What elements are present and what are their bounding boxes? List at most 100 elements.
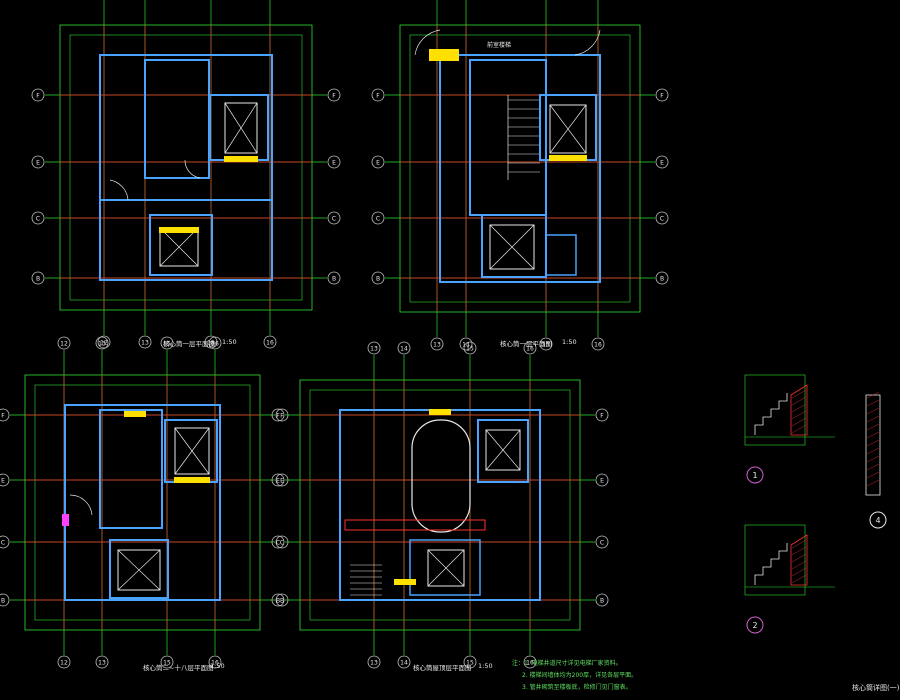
- grid-bubble-bottom: [204, 335, 218, 349]
- grid-bubble-label: F: [332, 93, 336, 100]
- section-2-hatch-line: [791, 539, 807, 549]
- elevator-car: [489, 224, 535, 270]
- grid-bubble-right: [655, 155, 669, 169]
- section-4-hatch: [866, 431, 880, 439]
- grid-bubble-label: 15: [466, 660, 474, 667]
- core-wall: [339, 409, 541, 601]
- door-swing: [414, 29, 441, 56]
- elevator-car: [117, 549, 161, 591]
- door-swing: [109, 179, 129, 201]
- grid-bubble-bottom: [430, 337, 444, 351]
- dimension-frame: [59, 24, 313, 311]
- machine-room: [409, 539, 481, 596]
- grid-bubble-label: F: [660, 93, 664, 100]
- section-4-hatch: [866, 455, 880, 463]
- note-line-2: 2. 楼梯间墙体均为200厚，详见各层平面。: [522, 672, 638, 679]
- grid-bubble-right: [595, 535, 609, 549]
- elevator-cross: [549, 104, 587, 154]
- grid-bubble-right: [595, 408, 609, 422]
- grid-bubble-left: [31, 271, 45, 285]
- grid-bubble-label: 16: [266, 340, 274, 347]
- grid-bubble-left: [0, 408, 10, 422]
- grid-bubble-bottom: [539, 337, 553, 351]
- grid-bubble-label: C: [280, 540, 284, 547]
- grid-bubble-left: [271, 593, 285, 607]
- grid-bubble-left: [31, 155, 45, 169]
- elevator-door: [549, 155, 587, 161]
- section-1-detail-bubble: [746, 466, 764, 484]
- section-4-hatch: [866, 479, 880, 487]
- grid-bubble-label: C: [660, 216, 664, 223]
- plan-scale-4: 1:50: [478, 662, 493, 670]
- grid-bubble-label: 14: [400, 660, 408, 667]
- dimension-frame-inner: [409, 34, 631, 303]
- grid-bubble-label: C: [332, 216, 336, 223]
- grid-bubble-label: 13: [370, 660, 378, 667]
- section-2-detail-number: 2: [752, 621, 757, 630]
- grid-bubble-top: [208, 336, 222, 350]
- dimension-frame-inner: [69, 34, 303, 301]
- grid-bubble-right: [595, 593, 609, 607]
- grid-bubble-top: [463, 341, 477, 355]
- grid-bubble-label: C: [276, 540, 280, 547]
- section-1-hatch-line: [791, 417, 807, 427]
- grid-bubble-left: [271, 408, 285, 422]
- elevator-car: [224, 102, 258, 154]
- grid-bubble-label: 13: [370, 346, 378, 353]
- parapet-red: [344, 519, 486, 531]
- grid-bubble-right: [327, 271, 341, 285]
- plan-title-1: 核心筒一层平面图: [163, 340, 215, 348]
- grid-bubble-label: 15: [163, 660, 171, 667]
- grid-bubble-label: 16: [594, 342, 602, 349]
- grid-bubble-label: 15: [466, 346, 474, 353]
- grid-bubble-left: [371, 271, 385, 285]
- section-4-hatch: [866, 471, 880, 479]
- grid-bubble-label: E: [376, 160, 380, 167]
- grid-bubble-left: [31, 88, 45, 102]
- grid-bubble-label: C: [1, 540, 5, 547]
- grid-bubble-label: 14: [462, 342, 470, 349]
- section-4-hatch: [866, 407, 880, 415]
- grid-bubble-label: 15: [163, 341, 171, 348]
- grid-bubble-label: F: [376, 93, 380, 100]
- grid-bubble-right: [327, 211, 341, 225]
- grid-bubble-label: 13: [98, 660, 106, 667]
- section-2-hatch-line: [791, 567, 807, 577]
- core-wall: [64, 404, 221, 601]
- section-4-hatch: [866, 423, 880, 431]
- grid-bubble-label: 13: [98, 341, 106, 348]
- section-2-detail-bubble: [746, 616, 764, 634]
- grid-bubble-label: F: [1, 413, 5, 420]
- section-1-hatch-line: [791, 403, 807, 413]
- grid-bubble-label: C: [36, 216, 40, 223]
- grid-bubble-label: E: [280, 478, 284, 485]
- elevator-shaft-lower: [149, 214, 213, 276]
- grid-bubble-top: [523, 341, 537, 355]
- dimension-frame-inner: [309, 389, 571, 621]
- grid-bubble-bottom: [95, 655, 109, 669]
- grid-bubble-bottom: [57, 655, 71, 669]
- grid-bubble-right: [595, 473, 609, 487]
- door-swing: [69, 494, 93, 516]
- section-2-hatch-line: [791, 560, 807, 570]
- grid-bubble-label: E: [600, 478, 604, 485]
- plan-scale-1: 1:50: [222, 338, 237, 346]
- grid-bubble-label: F: [600, 413, 604, 420]
- elevator-car: [485, 429, 521, 471]
- dimension-frame: [399, 24, 641, 313]
- elevator-shaft-lower: [109, 539, 169, 599]
- grid-bubble-top: [397, 341, 411, 355]
- marker-magenta: [62, 514, 69, 526]
- grid-bubble-label: 12: [100, 340, 108, 347]
- core-wall: [99, 54, 273, 281]
- grid-bubble-bottom: [160, 655, 174, 669]
- grid-bubble-top: [95, 336, 109, 350]
- grid-bubble-right: [655, 211, 669, 225]
- door-swing: [574, 29, 601, 56]
- plan-title-4: 核心筒屋顶层平面图: [413, 664, 472, 672]
- grid-bubble-label: 14: [400, 346, 408, 353]
- grid-bubble-left: [371, 211, 385, 225]
- grid-bubble-label: C: [376, 216, 380, 223]
- section-1-hatch-line: [791, 410, 807, 420]
